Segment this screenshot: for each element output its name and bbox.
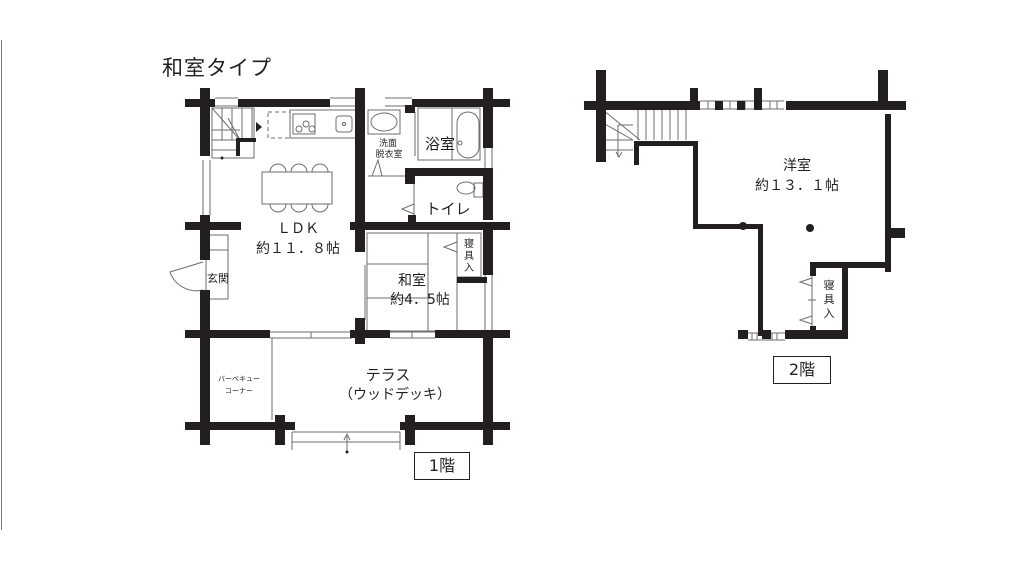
floor-1-plan: ＬＤＫ 約１１．８帖 洗面 脱衣室 浴室 トイレ 和室 約4．5帖 玄関 バーベ… xyxy=(169,88,510,454)
futon-closet-2f-label: 寝 具 入 xyxy=(824,278,835,320)
plan-title: 和室タイプ xyxy=(162,56,272,80)
room-label-bbq-1: バーベキュー xyxy=(218,375,260,383)
page-edge-line xyxy=(1,40,2,530)
room-label-washroom-2: 脱衣室 xyxy=(375,148,402,160)
room-label-toilet: トイレ xyxy=(425,200,470,218)
floor-2-plan: 洋室 約１３．１帖 xyxy=(584,70,906,341)
room-label-bbq-2: コーナー xyxy=(225,387,253,395)
svg-text:寝: 寝 xyxy=(824,278,835,292)
svg-text:具: 具 xyxy=(824,293,835,306)
room-size-ldk: 約１１．８帖 xyxy=(256,241,340,257)
svg-text:入: 入 xyxy=(464,263,474,274)
floor-2-label: 2階 xyxy=(773,356,831,384)
room-label-bath: 浴室 xyxy=(425,135,455,153)
room-size-washitsu: 約4．5帖 xyxy=(390,292,450,308)
svg-text:寝: 寝 xyxy=(464,237,474,250)
svg-text:入: 入 xyxy=(824,307,835,320)
futon-closet-1f-label: 寝 具 入 xyxy=(464,237,474,274)
floor-1-label: 1階 xyxy=(414,452,470,480)
room-label-entrance: 玄関 xyxy=(207,271,229,285)
svg-text:具: 具 xyxy=(464,250,474,262)
room-label-washitsu: 和室 xyxy=(398,272,426,289)
room-sub-terrace: （ウッドデッキ） xyxy=(339,386,451,403)
room-label-washroom-1: 洗面 xyxy=(379,137,397,149)
room-label-ldk: ＬＤＫ xyxy=(277,221,319,237)
room-size-western: 約１３．１帖 xyxy=(755,178,839,194)
room-label-western: 洋室 xyxy=(783,157,811,174)
room-label-terrace: テラス xyxy=(366,366,411,384)
